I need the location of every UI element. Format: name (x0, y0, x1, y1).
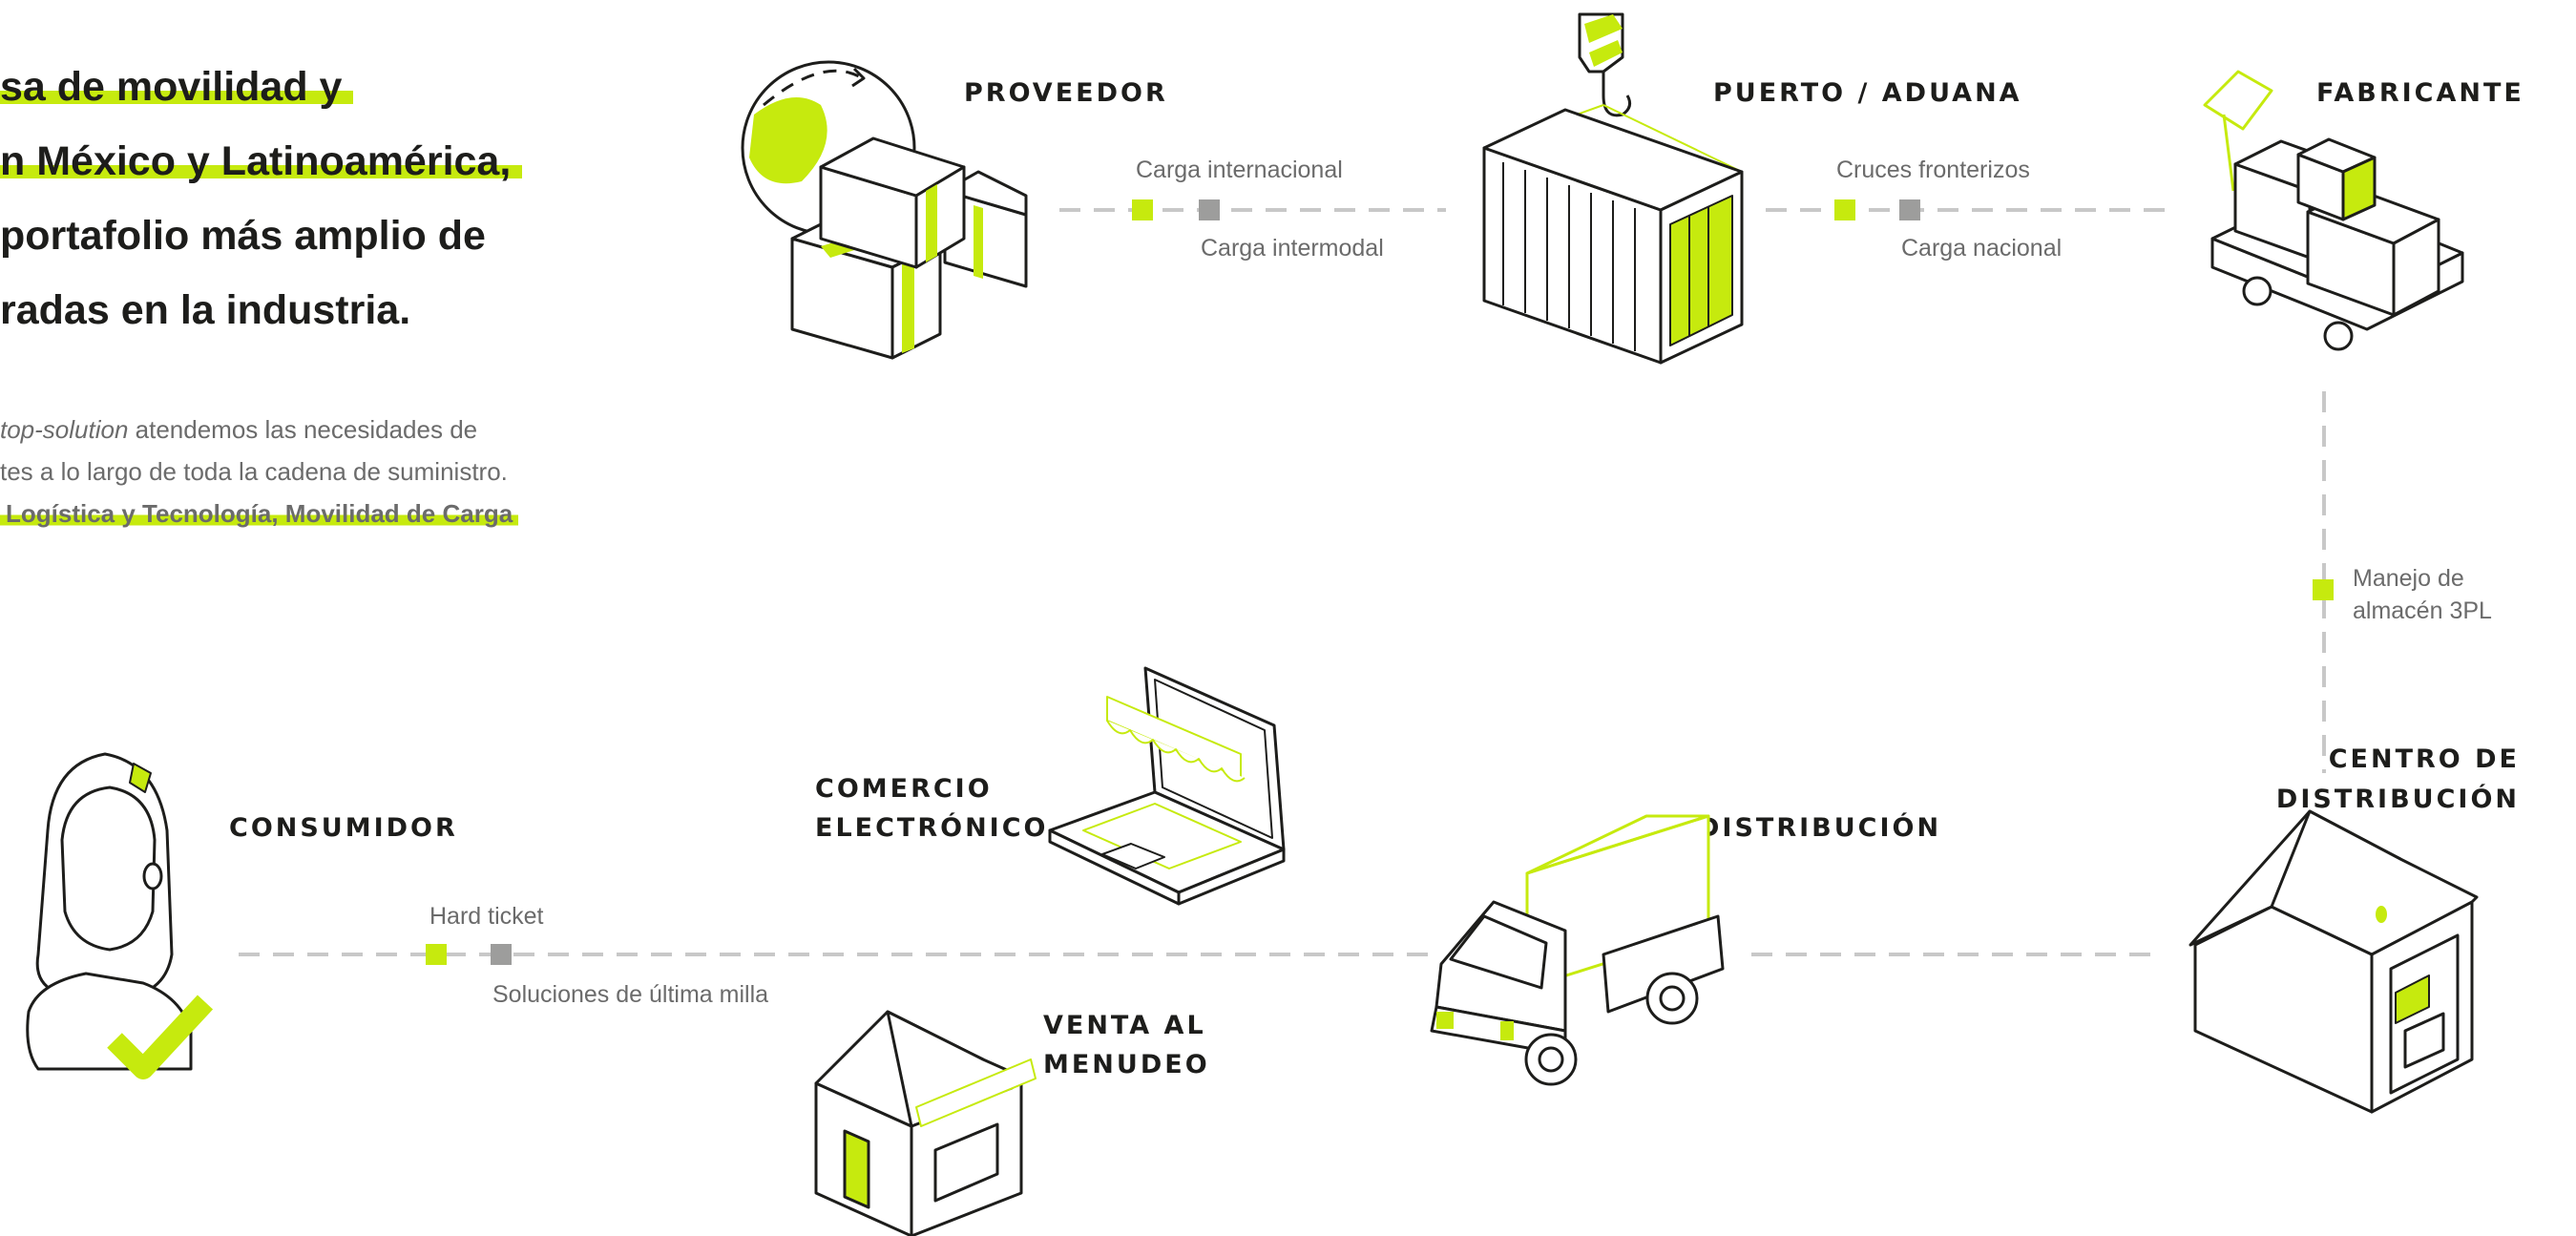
edge-label-hard-ticket: Hard ticket (429, 903, 544, 930)
headline-line-1: sa de movilidad y (0, 64, 354, 110)
intro-line-1: atendemos las necesidades de (128, 415, 478, 444)
node-label-centro-1: CENTRO DE (2329, 744, 2520, 774)
edge-label-carga-internacional: Carga internacional (1136, 157, 1343, 183)
headline-line-4: radas en la industria. (0, 287, 411, 333)
edge-label-manejo-2: almacén 3PL (2353, 597, 2492, 624)
markers (426, 199, 2334, 965)
edge-label-cruces-fronterizos: Cruces fronterizos (1836, 157, 2030, 183)
globe-boxes-icon (741, 60, 1028, 360)
store-icon (814, 1010, 1037, 1236)
marker-cruces-fronterizos (1834, 199, 1855, 220)
marker-carga-intermodal (1199, 199, 1220, 220)
node-label-fabricante: FABRICANTE (2316, 78, 2524, 108)
hand-truck-icon (2203, 70, 2464, 351)
consumer-icon (26, 752, 214, 1079)
headline-line-3: portafolio más amplio de (0, 213, 486, 259)
edge-label-carga-nacional: Carga nacional (1901, 235, 2062, 262)
truck-icon (1430, 814, 1725, 1086)
marker-hard-ticket (426, 944, 447, 965)
node-label-centro-2: DISTRIBUCIÓN (2276, 784, 2520, 814)
node-label-distribucion: DISTRIBUCIÓN (1698, 812, 1941, 843)
intro-paragraph: top-solution atendemos las necesidades d… (0, 409, 611, 534)
marker-manejo-almacen (2313, 579, 2334, 600)
intro-italic: top-solution (0, 415, 129, 444)
edge-label-ultima-milla: Soluciones de última milla (492, 981, 768, 1008)
node-label-venta-2: MENUDEO (1043, 1050, 1210, 1079)
headline-line-2: n México y Latinoamérica, (0, 138, 523, 184)
intro-line-2: tes a lo largo de toda la cadena de sumi… (0, 457, 508, 486)
edge-label-carga-intermodal: Carga intermodal (1201, 235, 1384, 262)
laptop-icon (1048, 666, 1286, 906)
headline: sa de movilidad y n México y Latinoaméri… (0, 50, 611, 347)
marker-carga-nacional (1899, 199, 1920, 220)
node-label-consumidor: CONSUMIDOR (229, 813, 458, 843)
node-label-comercio-1: COMERCIO (815, 774, 993, 804)
intro-highlight-link[interactable]: Logística y Tecnología, Movilidad de Car… (0, 499, 519, 528)
marker-ultima-milla (491, 944, 512, 965)
edge-label-manejo-1: Manejo de (2353, 565, 2464, 592)
node-label-comercio-2: ELECTRÓNICO (815, 812, 1048, 843)
node-label-venta-1: VENTA AL (1043, 1011, 1206, 1040)
container-crane-icon (1482, 12, 1744, 365)
node-label-puerto-aduana: PUERTO / ADUANA (1713, 78, 2022, 108)
warehouse-icon (2189, 809, 2479, 1114)
node-label-proveedor: PROVEEDOR (964, 78, 1168, 108)
marker-carga-internacional (1132, 199, 1153, 220)
